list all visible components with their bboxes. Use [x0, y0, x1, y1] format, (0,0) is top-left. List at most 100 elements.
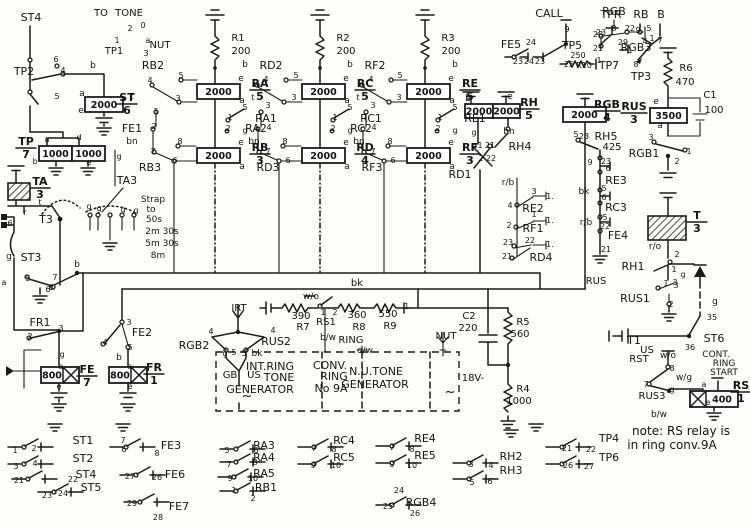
text-label: 9	[389, 460, 394, 469]
text-label: 4	[371, 123, 376, 132]
coil-value: 400	[712, 395, 732, 406]
text-label: 27	[584, 462, 594, 471]
text-label: 550	[378, 309, 397, 320]
text-label: FE7	[169, 500, 189, 513]
text-label: 22	[625, 24, 635, 33]
text-label: e	[57, 382, 62, 391]
text-label: CONT.	[702, 350, 729, 360]
relay-coil-box	[71, 145, 106, 162]
text-label: RA1	[255, 112, 277, 125]
relay-tag-name: FR	[146, 361, 163, 374]
text-label: 0	[611, 24, 616, 33]
text-label: RC5	[333, 451, 355, 464]
text-label: 5	[178, 71, 183, 80]
text-label: 2m 30s	[145, 227, 179, 237]
text-label: 1	[320, 308, 325, 317]
text-label: 3	[396, 93, 401, 102]
rus-column-wiring	[608, 47, 724, 421]
text-label: ~	[445, 385, 456, 400]
text-label: 3	[648, 133, 653, 142]
text-label: 5	[25, 274, 30, 283]
text-label: 1.	[546, 240, 554, 249]
text-label: FE1	[122, 122, 142, 135]
text-label: 1	[332, 113, 337, 122]
text-label: a	[239, 162, 245, 172]
text-label: 5	[397, 71, 402, 80]
text-label: 3	[531, 187, 536, 196]
text-label: GB	[223, 370, 238, 381]
rgb-coil-wiring	[576, 93, 594, 290]
relay-tag-name: FE	[79, 363, 94, 376]
text-label: g	[242, 126, 247, 135]
text-label: TP4	[598, 432, 619, 445]
text-label: 10	[407, 461, 417, 470]
text-label: 3	[672, 278, 677, 287]
text-label: 2	[668, 300, 673, 309]
text-label: RGB2	[179, 339, 210, 352]
text-label: NUT	[150, 40, 172, 51]
text-label: RGB4	[406, 496, 437, 509]
text-label: 1	[531, 210, 536, 219]
text-label: 6	[285, 156, 290, 165]
text-label: 25	[383, 502, 393, 511]
text-label: 26	[410, 509, 420, 518]
text-label: 100	[704, 105, 723, 116]
text-label: 23	[513, 57, 523, 66]
text-label: bk	[351, 278, 363, 289]
text-label: a	[657, 121, 663, 131]
relay-tag-number: 5	[525, 109, 533, 122]
relay-tag-number: 4	[361, 154, 369, 167]
text-label: e	[343, 138, 349, 148]
text-label: N.U.TONE	[349, 365, 403, 378]
text-label: FE2	[132, 326, 152, 339]
relay-tag-name: RE	[462, 77, 478, 90]
text-label: e	[507, 92, 513, 102]
text-label: g	[133, 206, 138, 215]
text-label: RUS1	[620, 292, 650, 305]
text-label: 200	[441, 46, 460, 57]
relay-tag-number: 1	[737, 392, 745, 405]
text-label: RH1	[622, 260, 645, 273]
text-label: 1	[663, 279, 668, 288]
text-label: 2	[674, 157, 679, 166]
text-label: 8	[633, 60, 638, 69]
text-label: 1	[627, 46, 632, 55]
text-label: 24	[58, 489, 68, 498]
text-label: 3	[468, 460, 473, 469]
text-label: 3	[291, 93, 296, 102]
text-label: 1	[227, 113, 232, 122]
relay-tag-name: T	[693, 209, 701, 222]
relay-tag-number: 3	[693, 222, 701, 235]
text-label: g	[96, 204, 101, 213]
text-label: 6	[605, 164, 610, 173]
text-label: b	[90, 61, 96, 71]
text-label: TO	[93, 8, 108, 19]
coil-value: 1000	[42, 149, 69, 160]
coil-value: 1000	[75, 149, 102, 160]
text-label: CALL	[535, 7, 563, 20]
text-label: 200	[231, 46, 250, 57]
text-label: 470	[675, 77, 694, 88]
text-label: ST4	[21, 11, 42, 24]
text-label: CONV.	[313, 359, 347, 372]
text-label: 10	[248, 474, 258, 483]
text-label: bk	[579, 187, 591, 197]
text-label: RC4	[333, 434, 355, 447]
text-label: 1	[686, 147, 691, 156]
text-label: TONE	[263, 371, 295, 384]
text-label: a	[449, 96, 455, 106]
text-label: RA5	[253, 467, 275, 480]
text-label: g	[120, 205, 125, 214]
text-label: t	[251, 93, 254, 102]
text-label: b	[74, 260, 80, 270]
text-label: RST	[629, 354, 649, 365]
coil-value: 2000	[310, 151, 337, 162]
text-label: RGB	[602, 5, 626, 18]
text-label: 22	[68, 475, 78, 484]
text-label: 5	[601, 184, 606, 193]
text-label: r	[23, 208, 27, 217]
text-label: No 9A	[315, 382, 348, 395]
text-label: 9	[564, 25, 569, 34]
text-label: a	[344, 96, 350, 106]
